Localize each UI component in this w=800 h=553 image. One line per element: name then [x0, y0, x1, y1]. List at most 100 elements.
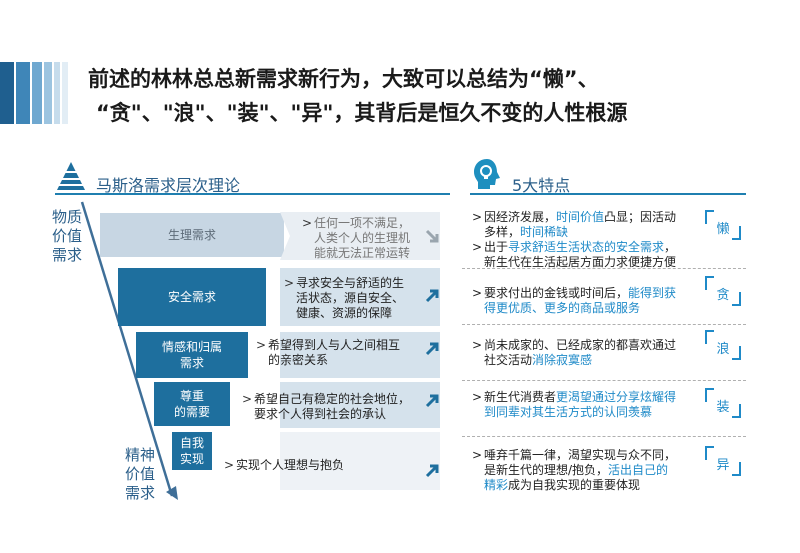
desc-text: 寻求安全与舒适的生 活状态，源自安全、 健康、资源的保障 — [296, 276, 405, 320]
level-desc-physiological: >任何一项不满足， 人类个人的生理机 能就无法正常运转 — [302, 216, 411, 260]
feature-line: 多样，时间稀缺 — [484, 225, 699, 240]
feature-char-badge: 装 — [705, 388, 741, 418]
feature-char-badge: 异 — [705, 446, 741, 476]
right-divider — [470, 193, 746, 195]
feature-char: 浪 — [716, 342, 730, 357]
head-lightbulb-icon — [474, 159, 500, 189]
feature-line: >因经济发展，时间价值凸显；因活动 — [472, 210, 699, 225]
level-label: 安全需求 — [167, 290, 216, 304]
level-label: 自我 实现 — [179, 436, 204, 466]
feature-line: >新生代消费者更渴望通过分享炫耀得 — [472, 390, 699, 405]
highlight-text: 时间稀缺 — [520, 225, 569, 239]
features-section-title: 5大特点 — [512, 176, 571, 195]
bullet-arrow-icon: > — [472, 338, 483, 352]
feature-char-badge: 懒 — [705, 210, 741, 240]
highlight-text: 到同辈对其生活方式的认同羡慕 — [484, 405, 653, 419]
level-label: 尊重 的需要 — [173, 389, 210, 419]
feature-char: 异 — [716, 458, 730, 473]
level-belonging: 情感和归属 需求 — [136, 332, 248, 378]
feature-divider — [462, 436, 746, 437]
highlight-text: 得更优质、更多的商品或服务 — [484, 301, 641, 315]
feature-line: >尚未成家的、已经成家的都喜欢通过 — [472, 338, 699, 353]
feature-segment: 新生代在生活起居方面力求便捷方便 — [484, 255, 677, 269]
funnel-arrow — [80, 201, 178, 500]
level-safety: 安全需求 — [118, 268, 266, 326]
left-divider — [55, 193, 450, 195]
arrow-icon — [425, 229, 439, 243]
bullet-arrow-icon: > — [472, 240, 483, 254]
feature-divider — [462, 380, 746, 381]
arrow-icon — [425, 289, 439, 303]
feature-text: >因经济发展，时间价值凸显；因活动多样，时间稀缺>出于寻求舒适生活状态的安全需求… — [472, 210, 699, 270]
level-label: 生理需求 — [167, 228, 216, 242]
feature-segment: 成为自我实现的重要体现 — [508, 478, 641, 492]
level-label: 情感和归属 需求 — [161, 340, 222, 370]
feature-text: >要求付出的金钱或时间后，能得到获得更优质、更多的商品或服务 — [472, 286, 699, 316]
feature-segment: 凸显；因活动 — [604, 210, 677, 224]
feature-char: 贪 — [716, 288, 730, 303]
feature-segment: 因经济发展， — [484, 210, 557, 224]
level-physiological: 生理需求 — [100, 213, 284, 257]
bullet-arrow-icon: > — [472, 286, 483, 300]
arrow-icon — [425, 342, 439, 356]
maslow-section-title: 马斯洛需求层次理论 — [96, 176, 241, 195]
feature-text: >尚未成家的、已经成家的都喜欢通过社交活动消除寂寞感 — [472, 338, 699, 368]
feature-char: 装 — [716, 400, 730, 415]
level-desc-belonging: >希望得到人与人之间相互 的亲密关系 — [256, 338, 401, 367]
feature-line: >唾弃千篇一律，渴望实现与众不同， — [472, 448, 699, 463]
feature-segment: 社交活动 — [484, 353, 533, 367]
feature-line: 是新生代的理想/抱负，活出自己的 — [484, 463, 699, 478]
material-needs-label: 物质 价值 需求 — [52, 208, 83, 264]
bullet-arrow-icon: > — [472, 448, 483, 462]
level-desc-safety: >寻求安全与舒适的生 活状态，源自安全、 健康、资源的保障 — [284, 276, 405, 320]
highlight-text: 时间价值 — [556, 210, 605, 224]
desc-text: 希望得到人与人之间相互 的亲密关系 — [268, 338, 401, 367]
decor-bars — [0, 62, 80, 124]
highlight-text: 更渴望通过分享炫耀得 — [556, 390, 677, 404]
feature-segment: ， — [664, 240, 677, 254]
feature-segment: 新生代消费者 — [484, 390, 557, 404]
feature-segment: 要求付出的金钱或时间后， — [484, 286, 629, 300]
spiritual-needs-label: 精神 价值 需求 — [125, 446, 156, 502]
title-line-1: 前述的林林总总新需求新行为，大致可以总结为“懒”、 — [88, 67, 599, 91]
feature-line: >要求付出的金钱或时间后，能得到获 — [472, 286, 699, 301]
desc-text: 实现个人理想与抱负 — [236, 458, 345, 472]
feature-segment: 多样， — [484, 225, 521, 239]
feature-text: >新生代消费者更渴望通过分享炫耀得到同辈对其生活方式的认同羡慕 — [472, 390, 699, 420]
feature-char: 懒 — [716, 222, 730, 237]
desc-text: 任何一项不满足， 人类个人的生理机 能就无法正常运转 — [314, 216, 411, 260]
level-desc-esteem: >希望自己有稳定的社会地位， 要求个人得到社会的承认 — [242, 392, 411, 421]
feature-divider — [462, 268, 746, 269]
feature-divider — [462, 324, 746, 325]
feature-line: 到同辈对其生活方式的认同羡慕 — [484, 405, 699, 420]
desc-box-shapes — [280, 212, 440, 490]
arrow-icon — [425, 394, 439, 408]
desc-text: 希望自己有稳定的社会地位， 要求个人得到社会的承认 — [254, 392, 411, 421]
feature-line: >出于寻求舒适生活状态的安全需求， — [472, 240, 699, 255]
title-line-2: “贪"、"浪"、"装"、"异"，其背后是恒久不变的人性根源 — [96, 101, 628, 125]
highlight-text: 寻求舒适生活状态的安全需求 — [508, 240, 665, 254]
feature-line: 得更优质、更多的商品或服务 — [484, 301, 699, 316]
page-title: 前述的林林总总新需求新行为，大致可以总结为“懒”、 “贪"、"浪"、"装"、"异… — [88, 62, 778, 130]
feature-line: 新生代在生活起居方面力求便捷方便 — [484, 255, 699, 270]
bullet-arrow-icon: > — [472, 390, 483, 404]
pyramid-icon — [57, 162, 85, 190]
level-self-actualization: 自我 实现 — [172, 432, 212, 470]
bullet-arrow-icon: > — [472, 210, 483, 224]
feature-line: 精彩成为自我实现的重要体现 — [484, 478, 699, 493]
highlight-text: 活出自己的 — [608, 463, 669, 477]
feature-segment: 尚未成家的、已经成家的都喜欢通过 — [484, 338, 677, 352]
level-desc-self-actualization: >实现个人理想与抱负 — [224, 458, 345, 472]
level-esteem: 尊重 的需要 — [154, 382, 230, 426]
feature-segment: 出于 — [484, 240, 509, 254]
feature-char-badge: 浪 — [705, 330, 741, 360]
feature-line: 社交活动消除寂寞感 — [484, 353, 699, 368]
feature-char-badge: 贪 — [705, 276, 741, 306]
feature-text: >唾弃千篇一律，渴望实现与众不同，是新生代的理想/抱负，活出自己的精彩成为自我实… — [472, 448, 699, 493]
feature-segment: 唾弃千篇一律，渴望实现与众不同， — [484, 448, 677, 462]
highlight-text: 消除寂寞感 — [532, 353, 593, 367]
highlight-text: 能得到获 — [628, 286, 677, 300]
feature-segment: 是新生代的理想/抱负， — [484, 463, 609, 477]
arrow-icon — [425, 464, 439, 478]
highlight-text: 精彩 — [484, 478, 509, 492]
